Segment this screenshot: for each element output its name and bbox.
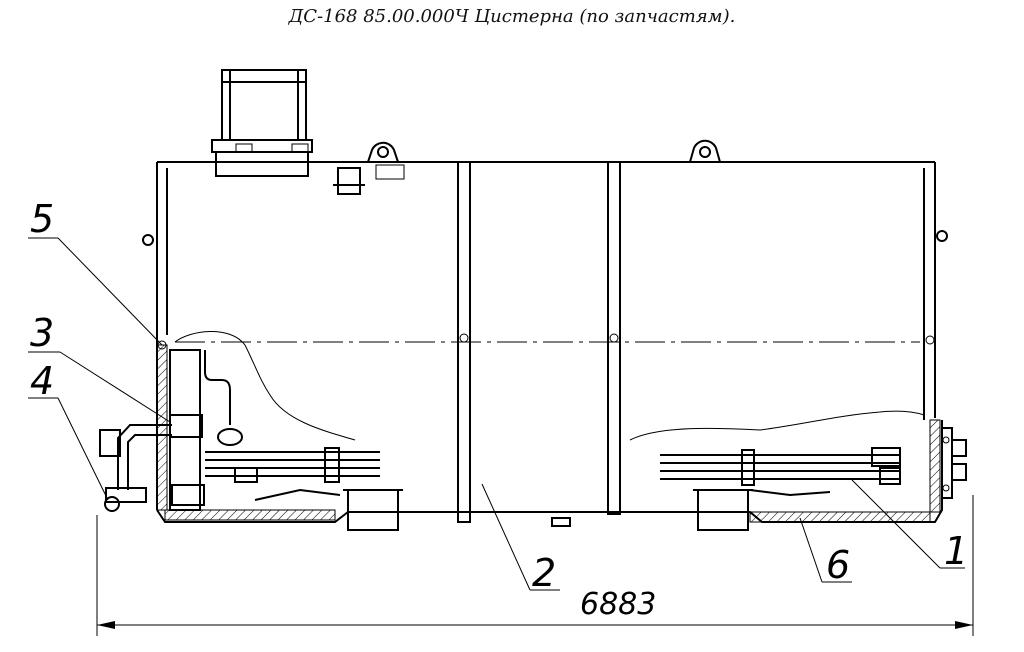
- right-cutaway: [551, 410, 967, 531]
- callout-5: 5: [30, 197, 54, 241]
- callout-4: 4: [30, 359, 54, 403]
- lifting-eyes: [142, 139, 948, 246]
- dimension-line: [96, 495, 974, 636]
- page-title: ДС-168 85.00.000Ч Цистерна (по запчастям…: [288, 6, 736, 27]
- callout-1: 1: [944, 529, 968, 573]
- callout-3: 3: [30, 311, 54, 355]
- top-hatch: [211, 69, 313, 177]
- dimension-value: 6883: [580, 587, 656, 622]
- left-cutaway: [99, 331, 403, 531]
- callout-6: 6: [826, 543, 850, 587]
- leader-lines: [28, 237, 965, 591]
- tank-body: [156, 161, 943, 523]
- callout-2: 2: [532, 551, 556, 595]
